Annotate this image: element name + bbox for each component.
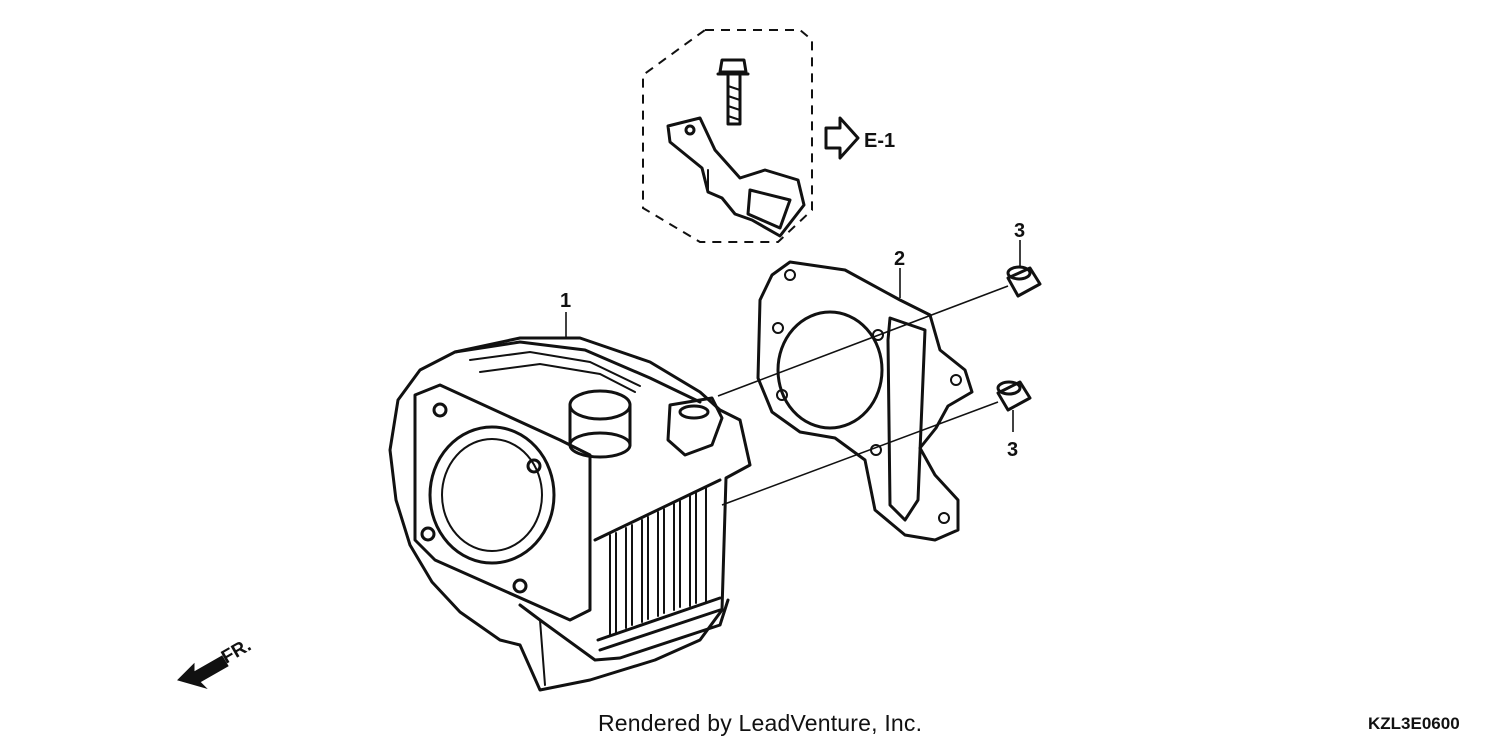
inset-dashed-border [642, 29, 813, 243]
cylinder-body [388, 336, 752, 692]
callout-1: 1 [560, 290, 571, 312]
diagram-code: KZL3E0600 [1368, 714, 1460, 733]
alignment-lines [565, 240, 1021, 506]
front-arrow-icon [177, 655, 229, 690]
callout-2: 2 [894, 248, 905, 270]
cylinder-gasket [756, 260, 974, 542]
bolt [716, 58, 750, 126]
dowel-pin-lower [996, 380, 1032, 412]
reference-label: E-1 [864, 130, 895, 152]
bracket-inset: E-1 [642, 29, 895, 243]
callout-3-upper: 3 [1014, 220, 1025, 242]
callout-3-lower: 3 [1007, 439, 1018, 461]
dowel-pin-upper [1006, 265, 1042, 298]
bracket [666, 116, 806, 238]
reference-arrow-icon [824, 116, 860, 160]
credit-text: Rendered by LeadVenture, Inc. [598, 710, 923, 736]
front-indicator: FR. [177, 635, 255, 690]
